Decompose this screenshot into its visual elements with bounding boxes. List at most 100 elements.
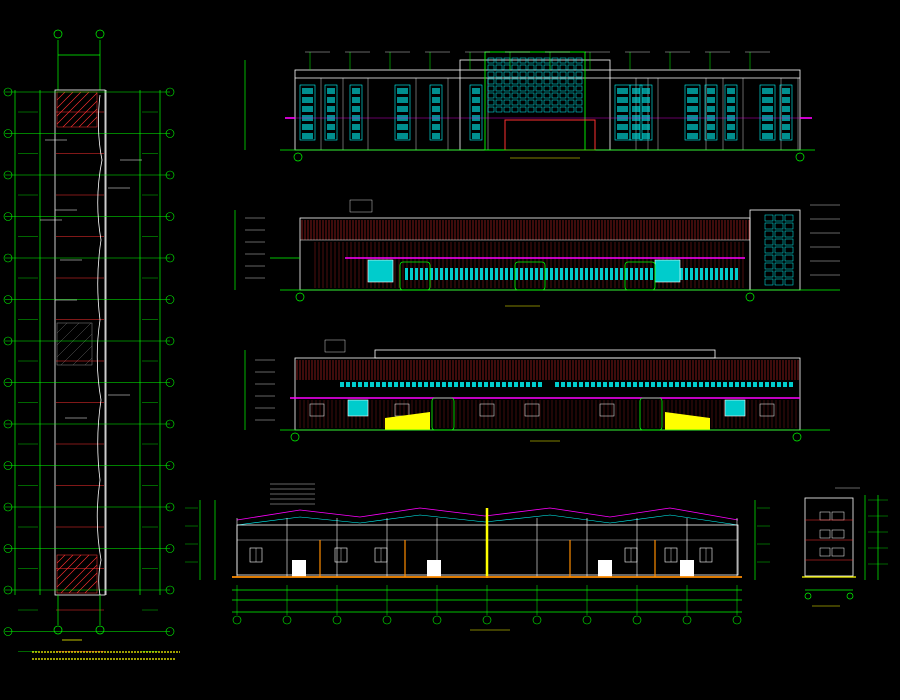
glass-pane [617, 97, 628, 103]
curtain-grid [527, 106, 535, 113]
curtain-grid [487, 99, 495, 106]
glass-pane [707, 124, 715, 130]
window-strip [478, 382, 482, 387]
window-strip [630, 268, 633, 280]
glass-pane [762, 124, 773, 130]
curtain-grid [559, 64, 567, 71]
window-strip [442, 382, 446, 387]
glass-pane [432, 133, 440, 139]
curtain-grid [519, 78, 527, 85]
tower-glazing [784, 246, 794, 254]
glass-pane [727, 133, 735, 139]
window-strip [460, 382, 464, 387]
axis-bubble [432, 615, 442, 625]
window-strip [783, 382, 787, 387]
glass-pane [327, 88, 335, 94]
curtain-grid [503, 85, 511, 92]
curtain-grid [495, 85, 503, 92]
window-strip [633, 382, 637, 387]
axis-bubble [3, 129, 13, 138]
axis-bubble [3, 170, 13, 180]
window-strip [530, 268, 533, 280]
glass-pane [632, 88, 640, 94]
curtain-grid [575, 99, 583, 106]
window-strip [425, 268, 428, 280]
glazing-panel [349, 84, 363, 141]
axis-bubble [165, 212, 175, 221]
curtain-grid [527, 71, 535, 78]
window-strip [514, 382, 518, 387]
curtain-grid [543, 106, 551, 113]
curtain-grid [567, 64, 575, 71]
glass-pane [762, 97, 773, 103]
window [479, 403, 495, 417]
window-strip [412, 382, 416, 387]
glass-pane [472, 133, 480, 139]
window-strip [700, 268, 703, 280]
glass-pane [687, 88, 698, 94]
window-strip [450, 268, 453, 280]
curtain-grid [503, 106, 511, 113]
glass-pane [397, 106, 408, 112]
curtain-grid [543, 85, 551, 92]
glass-pane [687, 106, 698, 112]
window-strip [575, 268, 578, 280]
window-strip [394, 382, 398, 387]
curtain-grid [559, 57, 567, 64]
curtain-grid [575, 57, 583, 64]
curtain-grid [559, 71, 567, 78]
glass-pane [302, 88, 313, 94]
axis-bubble [165, 544, 175, 553]
curtain-grid [567, 57, 575, 64]
glass-pane [352, 133, 360, 139]
glass-pane [352, 88, 360, 94]
window-strip [505, 268, 508, 280]
side-elevation-1 [234, 199, 840, 307]
window [394, 403, 410, 417]
axis-bubble [165, 129, 175, 138]
glass-pane [687, 133, 698, 139]
curtain-grid [511, 71, 519, 78]
glass-pane [707, 97, 715, 103]
window-strip [765, 382, 769, 387]
axis-bubble [165, 585, 175, 595]
glass-pane [782, 133, 790, 139]
curtain-grid [535, 99, 543, 106]
tower-glazing [764, 246, 774, 254]
curtain-grid [511, 85, 519, 92]
curtain-grid [519, 92, 527, 99]
glass-pane [397, 97, 408, 103]
glazing-panel [759, 84, 776, 141]
window-strip [645, 382, 649, 387]
curtain-grid [487, 78, 495, 85]
window-strip [496, 382, 500, 387]
window-strip [663, 382, 667, 387]
curtain-grid [503, 71, 511, 78]
axis-bubble [482, 615, 492, 625]
window-strip [717, 382, 721, 387]
axis-bubble [682, 615, 692, 625]
curtain-grid [535, 57, 543, 64]
window-strip [675, 382, 679, 387]
curtain-grid [551, 78, 559, 85]
window-strip [693, 382, 697, 387]
axis-bubble [3, 419, 13, 429]
glass-pane [617, 88, 628, 94]
curtain-grid [527, 92, 535, 99]
curtain-grid [551, 71, 559, 78]
axis-bubble [3, 544, 13, 553]
window-strip [685, 268, 688, 280]
window-strip [595, 268, 598, 280]
window-strip [535, 268, 538, 280]
window-strip [520, 382, 524, 387]
curtain-grid [567, 71, 575, 78]
window-strip [510, 268, 513, 280]
window-strip [591, 382, 595, 387]
glass-pane [397, 88, 408, 94]
tower-glazing [764, 222, 774, 230]
tower-glazing [764, 214, 774, 222]
window-strip [470, 268, 473, 280]
cross-section [185, 483, 770, 631]
axis-bubble [3, 295, 13, 304]
axis-bubble [532, 615, 542, 625]
